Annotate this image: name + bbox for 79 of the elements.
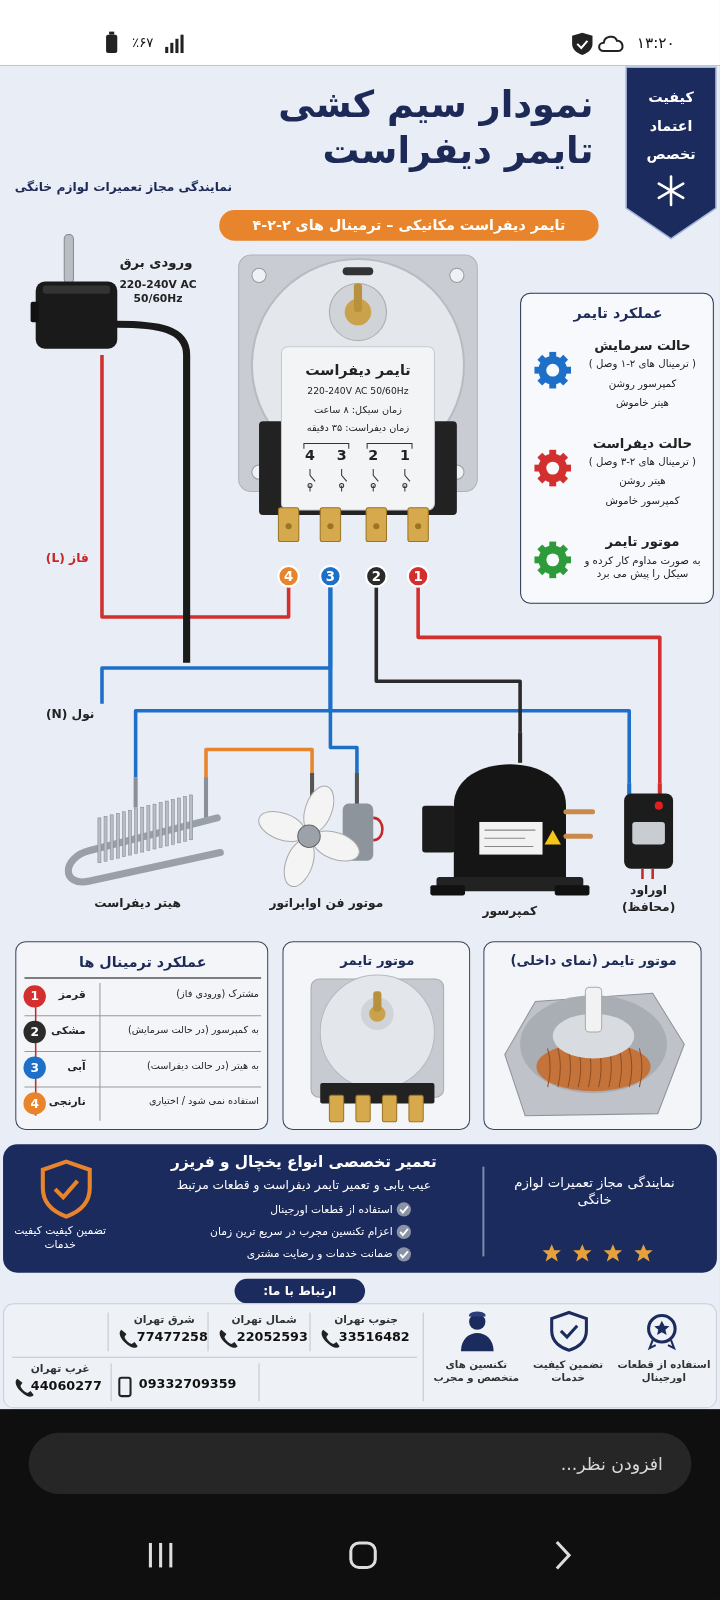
feature-text: تضمین کیفیت خدمات — [532, 1357, 604, 1384]
wire — [374, 587, 522, 733]
ribbon-text: تخصص — [645, 144, 697, 164]
terminal-number: 1 — [398, 445, 411, 465]
timer-spec: زمان سیکل: ۸ ساعت — [313, 403, 403, 417]
feature-text: استفاده از قطعات اورجینال — [616, 1357, 712, 1384]
diagram-title: نمودار سیم کشی تایمر دیفراست — [277, 82, 594, 174]
area-name: شمال تهران — [230, 1312, 298, 1327]
mode-heading: حالت سرمایش — [593, 337, 692, 355]
contact-button: ارتباط با ما: — [234, 1278, 366, 1304]
panel-heading: موتور تایمر — [338, 952, 416, 970]
area-name: غرب تهران — [29, 1361, 91, 1376]
banner-tagline: نمایندگی مجاز تعمیرات لوازم خانگی — [513, 1174, 676, 1210]
wire — [416, 587, 662, 784]
info-panel — [15, 941, 269, 1130]
contact-bar — [3, 1303, 717, 1409]
timer-title: تایمر دیفراست — [304, 361, 412, 380]
subtitle-pill: تایمر دیفراست مکانیکی – ترمینال های ۲-۲-۴ — [219, 210, 599, 241]
bullet-text: ضمانت خدمات و رضایت مشتری — [245, 1247, 393, 1262]
tagline: نمایندگی مجاز تعمیرات لوازم خانگی — [13, 179, 234, 196]
phone-number: 22052593 — [235, 1328, 309, 1346]
mode-text: ( ترمینال های ۲-۱ وصل ) — [587, 356, 698, 371]
wire-color: نارنجی — [47, 1095, 86, 1110]
battery-level: ٪۶۷ — [131, 34, 155, 52]
area-name: جنوب تهران — [333, 1312, 400, 1327]
component-label: هیتر دیفراست — [93, 895, 183, 912]
wire — [328, 587, 631, 784]
terminal-function: به کمپرسور (در حالت سرمایش) — [126, 1023, 260, 1037]
area-name: شرق تهران — [132, 1312, 196, 1327]
banner-subheading: عیب یابی و تعمیر تایمر دیفراست و قطعات مرتبط — [175, 1177, 433, 1194]
banner-heading: تعمیر تخصصی انواع یخچال و فریزر — [169, 1152, 438, 1173]
info-panel — [483, 941, 702, 1130]
feature-text: تکنسین های متخصص و مجرب — [432, 1357, 520, 1384]
phase-label: فاز (L) — [44, 550, 90, 567]
panel-heading: موتور تایمر (نمای داخلی) — [509, 952, 678, 970]
component-label: کمپرسور — [481, 903, 539, 920]
ribbon-text: اعتماد — [648, 116, 694, 135]
phone-number: 33516482 — [337, 1328, 411, 1346]
terminal-number: 3 — [335, 445, 348, 465]
bullet-text: اعزام تکنسین مجرب در سریع ترین زمان — [209, 1224, 393, 1239]
info-panel — [520, 292, 714, 604]
shield-caption: تضمین کیفیت کیفیت خدمات — [13, 1223, 107, 1252]
panel-heading: عملکرد ترمینال ها — [78, 952, 208, 972]
mode-text: هیتر خاموش — [615, 395, 670, 409]
terminal-function: استفاده نمی شود / اختیاری — [147, 1095, 260, 1108]
status-time: ۱۳:۲۰ — [635, 33, 676, 54]
wire-color: مشکی — [50, 1023, 86, 1038]
ribbon-text: کیفیت — [647, 87, 695, 107]
panel-heading: عملکرد تایمر — [572, 303, 664, 323]
info-panel — [282, 941, 471, 1130]
wire — [204, 747, 314, 778]
wire-color: آبی — [66, 1059, 86, 1074]
mode-text: به صورت مداوم کار کرده و سیکل را پیش می برد — [583, 553, 702, 581]
mode-text: کمپرسور روشن — [607, 376, 678, 390]
timer-spec: 220-240V AC 50/60Hz — [306, 385, 410, 398]
mode-text: کمپرسور خاموش — [604, 493, 681, 507]
comment-field: افزودن نظر... — [28, 1432, 692, 1494]
wire — [100, 354, 291, 619]
component-label: اوراود (محافظ) — [620, 883, 677, 915]
mode-text: هیتر روشن — [618, 474, 667, 488]
terminal-function: مشترک (ورودی فاز) — [175, 988, 260, 1001]
mode-text: ( ترمینال های ۲-۳ وصل ) — [587, 454, 698, 469]
terminal-number: 4 — [304, 445, 316, 465]
terminal-number: 2 — [367, 445, 380, 465]
component-label: موتور فن اواپراتور — [268, 895, 385, 912]
bullet-text: استفاده از قطعات اورجینال — [269, 1202, 393, 1217]
voltage-spec: 220-240V AC 50/60Hz — [118, 277, 198, 306]
timer-spec: زمان دیفراست: ۳۵ دقیقه — [305, 422, 411, 435]
service-banner — [3, 1144, 717, 1273]
terminal-function: به هیتر (در حالت دیفراست) — [146, 1059, 260, 1073]
phone-number: 09332709359 — [137, 1375, 238, 1393]
neutral-label: نول (N) — [45, 703, 106, 725]
mode-heading: حالت دیفراست — [591, 435, 694, 453]
wire-color: قرمز — [57, 988, 86, 1003]
mode-heading: موتور تایمر — [604, 533, 681, 551]
ribbon-banner — [625, 67, 717, 241]
phone-number: 77477258 — [135, 1328, 209, 1346]
phone-number: 44060277 — [29, 1377, 103, 1395]
input-heading: ورودی برق — [118, 254, 194, 273]
